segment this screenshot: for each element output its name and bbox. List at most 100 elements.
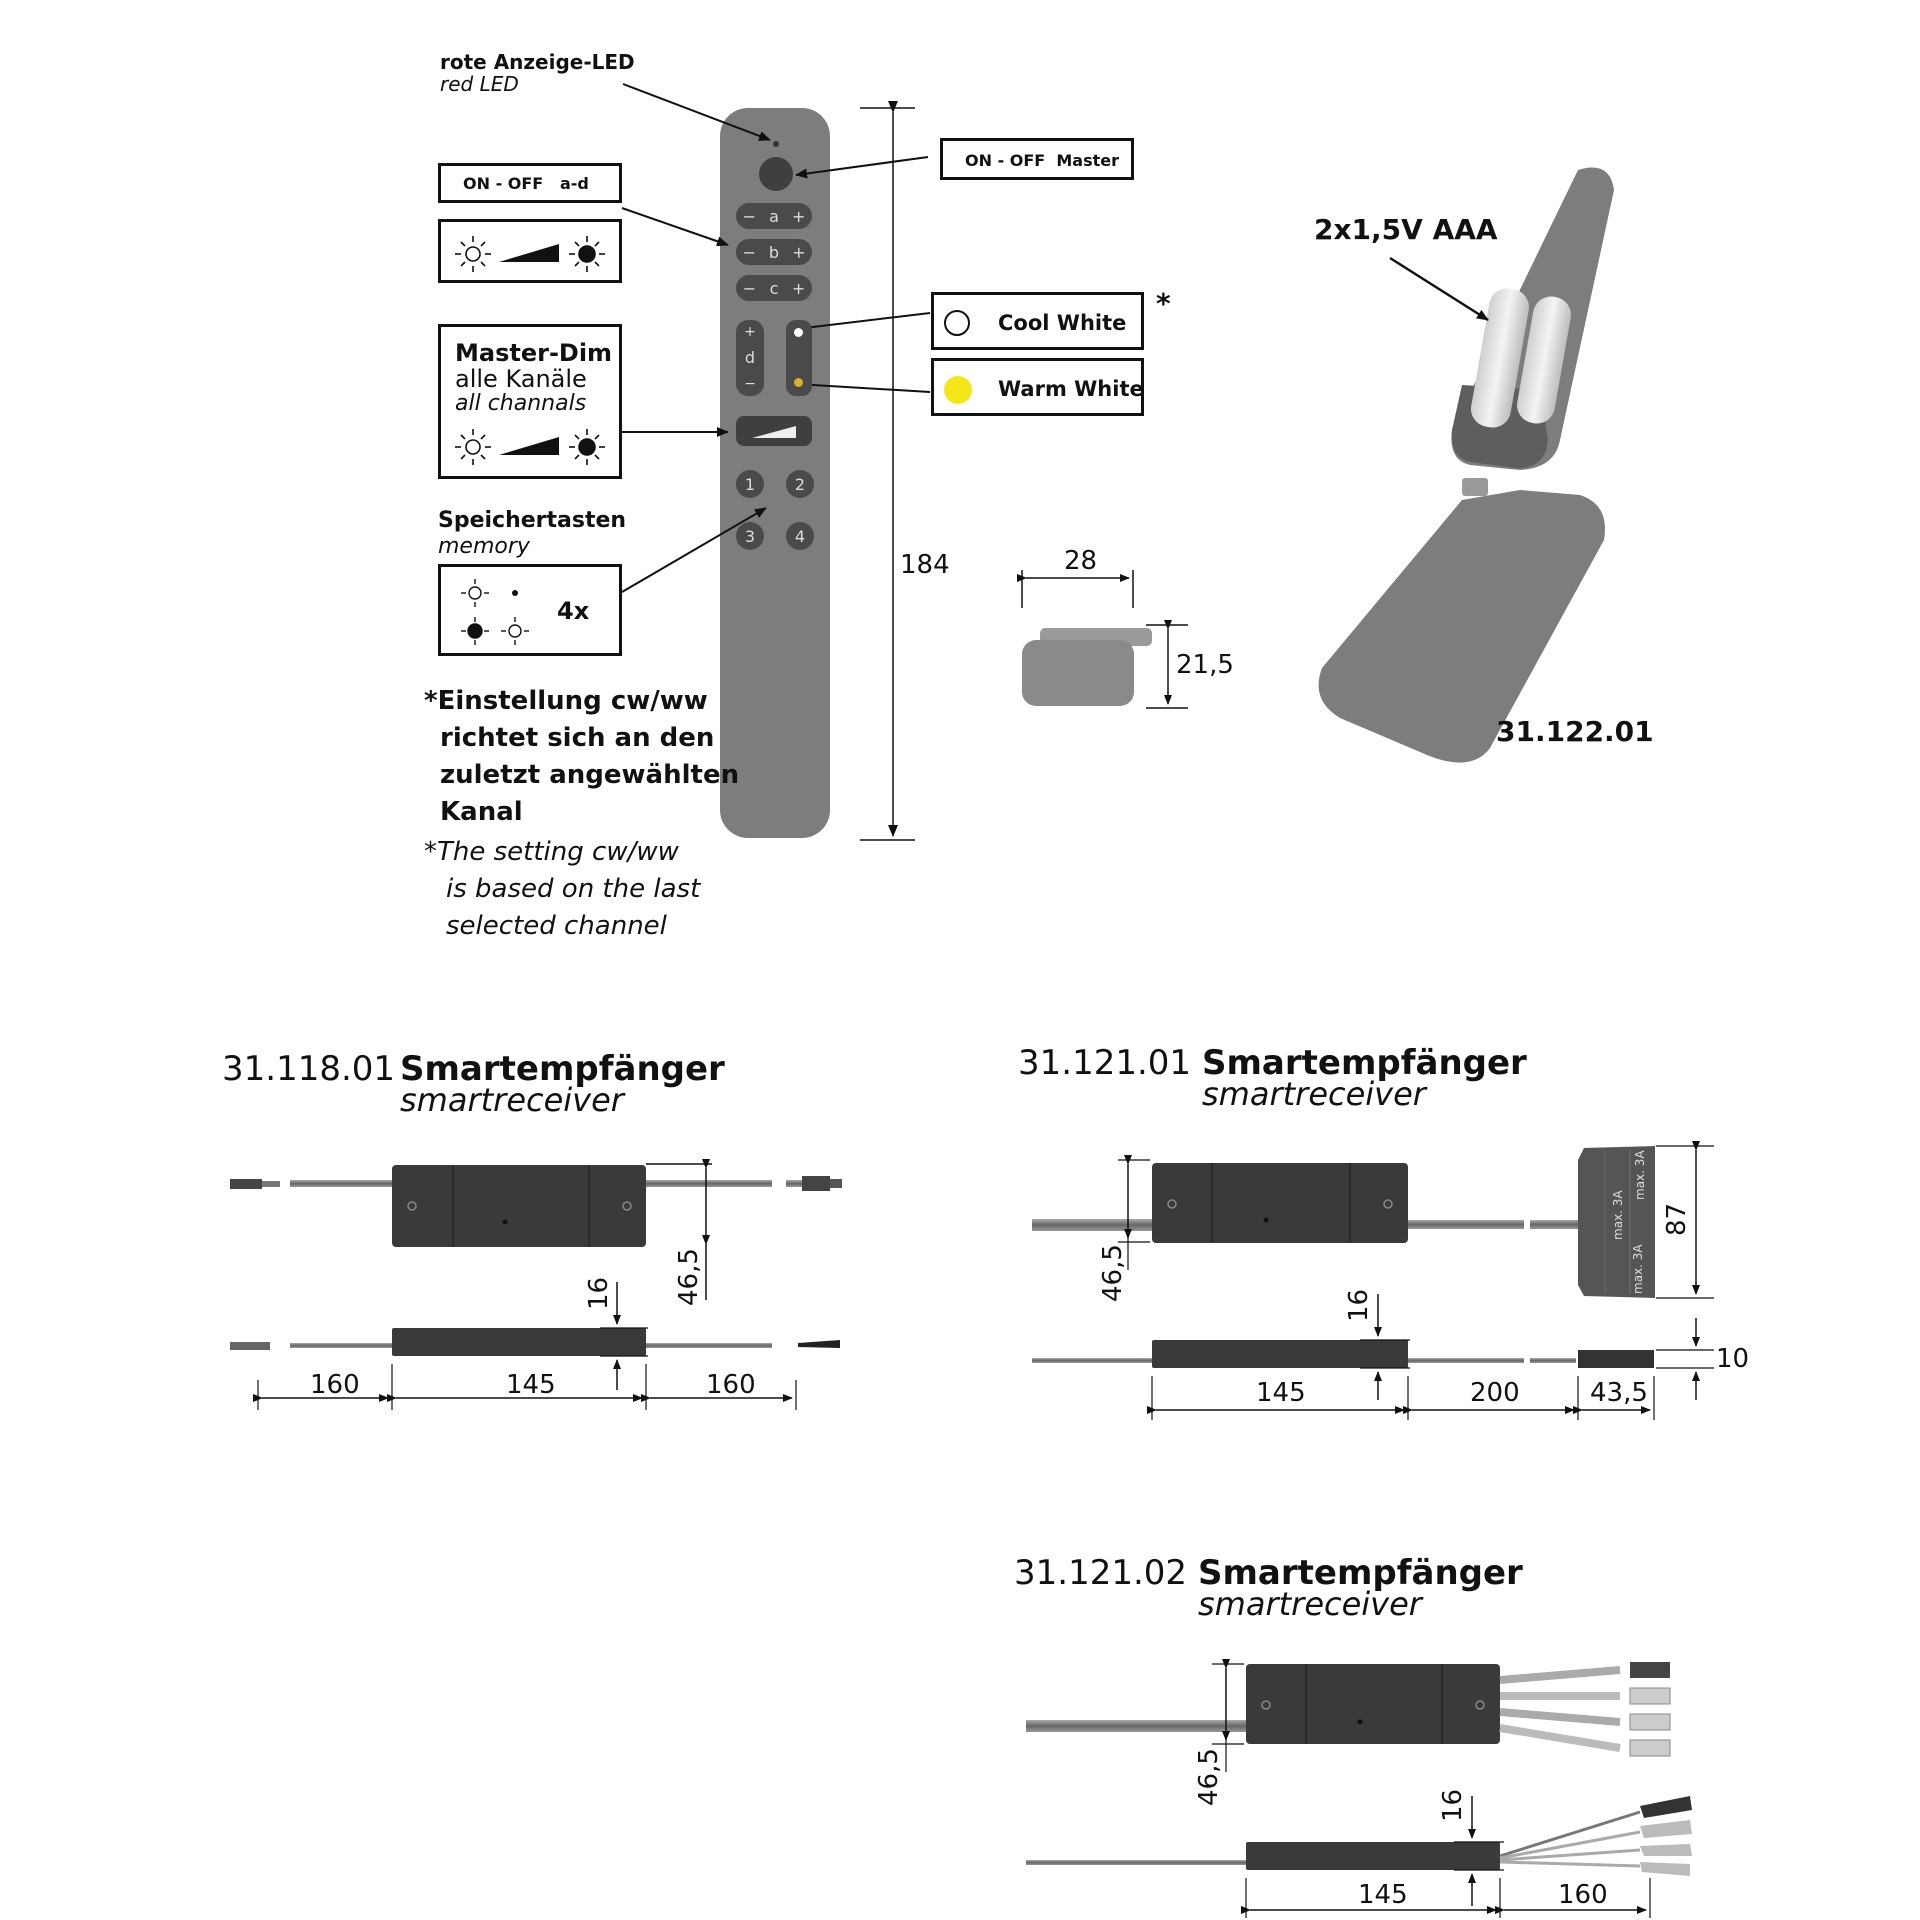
master-dim-slider[interactable] <box>736 416 812 446</box>
memory-box: 4x <box>438 564 622 656</box>
memory-label-en: memory <box>438 534 530 559</box>
product-2-max-label-1: max. 3A <box>1611 1190 1625 1240</box>
master-dim-de: alle Kanäle <box>455 365 587 393</box>
memory-key-2[interactable]: 2 <box>786 470 814 498</box>
asterisk: * <box>1156 287 1171 320</box>
led-label-en: red LED <box>440 72 519 96</box>
receiver-31-121-02-side <box>1026 1796 1692 1876</box>
note-de-3: zuletzt angewählten <box>440 760 740 790</box>
cw-ww-toggle[interactable] <box>786 320 812 396</box>
channel-d-label: d <box>744 348 756 368</box>
minus-icon: − <box>742 278 757 298</box>
channel-a-row[interactable]: − a + <box>736 203 812 229</box>
distributor-top <box>1578 1146 1655 1298</box>
master-dim-title: Master-Dim <box>455 339 613 367</box>
plus-icon: + <box>744 324 756 341</box>
receiver-31-118-01-side <box>230 1328 840 1356</box>
product-3-thickness: 16 <box>1438 1788 1468 1822</box>
on-off-a-d-box: ON - OFF a-d <box>438 163 622 203</box>
product-2-height: 46,5 <box>1098 1244 1128 1302</box>
product-1-name: Smartempfänger <box>400 1049 725 1089</box>
receiver-31-121-01-top <box>1032 1146 1655 1298</box>
memory-key-4[interactable]: 4 <box>786 522 814 550</box>
on-off-master-button[interactable] <box>759 157 793 191</box>
small-receiver-width: 28 <box>1064 546 1098 576</box>
note-en-2: is based on the last <box>446 874 701 904</box>
note-de-1: *Einstellung cw/ww <box>424 686 708 716</box>
product-3-height: 46,5 <box>1194 1748 1224 1806</box>
minus-icon: − <box>742 242 756 262</box>
battery-remote-open <box>1318 167 1614 763</box>
channel-d-button[interactable]: + d − <box>736 320 764 396</box>
product-1-sub: smartreceiver <box>400 1081 624 1119</box>
product-3-cable: 160 <box>1558 1880 1608 1910</box>
channel-b-row[interactable]: − b + <box>736 239 812 265</box>
note-en-1: *The setting cw/ww <box>424 837 679 867</box>
cool-white-box: Cool White <box>931 292 1144 350</box>
product-3-name: Smartempfänger <box>1198 1553 1523 1593</box>
plus-icon: + <box>791 278 806 298</box>
dim-ramp-icon <box>455 236 605 272</box>
master-dim-en: all channals <box>455 391 587 416</box>
memory-key-1[interactable]: 1 <box>736 470 764 498</box>
memory-label-de: Speichertasten <box>438 508 627 533</box>
note-en-3: selected channel <box>446 911 667 941</box>
on-off-a-d-label: ON - OFF a-d <box>463 174 589 193</box>
product-2-sub: smartreceiver <box>1202 1075 1426 1113</box>
red-led <box>773 141 779 147</box>
product-1-body: 145 <box>506 1370 556 1400</box>
product-2-cable: 200 <box>1470 1378 1520 1408</box>
memory-icons <box>461 579 529 645</box>
cool-white-circle <box>944 310 970 336</box>
plus-icon: + <box>792 242 806 262</box>
on-off-master-box: ON - OFF Master <box>940 138 1134 180</box>
product-1-cable-right: 160 <box>706 1370 756 1400</box>
warm-white-circle <box>944 376 972 404</box>
product-1-cable-left: 160 <box>310 1370 360 1400</box>
warm-white-box: Warm White <box>931 358 1144 416</box>
small-receiver-height: 21,5 <box>1176 650 1234 680</box>
led-label-de: rote Anzeige-LED <box>440 50 635 74</box>
dim-ramp-box <box>438 219 622 283</box>
minus-icon: − <box>744 375 756 392</box>
memory-count: 4x <box>557 597 590 625</box>
channel-a-label: a <box>769 206 779 226</box>
warm-white-dot <box>794 378 803 387</box>
channel-c-row[interactable]: − c + <box>736 275 812 301</box>
master-dim-box: Master-Dim alle Kanäle all channals <box>438 324 622 479</box>
dim-ramp-icon <box>455 429 605 465</box>
minus-icon: − <box>742 206 756 226</box>
plus-icon: + <box>792 206 806 226</box>
receiver-31-121-01-side <box>1032 1340 1654 1368</box>
cool-white-label: Cool White <box>998 311 1127 335</box>
product-2-dist-thickness: 10 <box>1716 1344 1750 1374</box>
channel-b-label: b <box>768 242 780 262</box>
product-3-body: 145 <box>1358 1880 1408 1910</box>
receiver-31-118-01-top <box>230 1165 842 1247</box>
product-3-sub: smartreceiver <box>1198 1585 1422 1623</box>
product-2-number: 31.121.01 <box>1018 1043 1192 1083</box>
warm-white-label: Warm White <box>998 377 1144 401</box>
remote-height-dim: 184 <box>900 550 950 580</box>
product-2-thickness: 16 <box>1344 1288 1374 1322</box>
product-2-distributor: 43,5 <box>1590 1378 1648 1408</box>
battery-article: 31.122.01 <box>1496 715 1654 748</box>
product-2-max-label-2: max. 3A <box>1633 1150 1647 1200</box>
on-off-master-label: ON - OFF Master <box>965 151 1120 170</box>
cool-white-dot <box>794 328 803 337</box>
product-3-number: 31.121.02 <box>1014 1553 1188 1593</box>
battery-label: 2x1,5V AAA <box>1314 213 1498 246</box>
dim-ramp-icon <box>752 426 796 438</box>
product-2-name: Smartempfänger <box>1202 1043 1527 1083</box>
note-de-2: richtet sich an den <box>440 723 715 753</box>
product-1-height: 46,5 <box>674 1248 704 1306</box>
receiver-31-121-02-top <box>1026 1662 1671 1757</box>
product-1-thickness: 16 <box>584 1276 614 1310</box>
memory-key-3[interactable]: 3 <box>736 522 764 550</box>
product-1-number: 31.118.01 <box>222 1049 396 1089</box>
product-2-max-label-3: max. 3A <box>1631 1244 1645 1294</box>
channel-c-label: c <box>769 278 779 298</box>
product-2-body: 145 <box>1256 1378 1306 1408</box>
small-receiver-body <box>1022 640 1134 706</box>
